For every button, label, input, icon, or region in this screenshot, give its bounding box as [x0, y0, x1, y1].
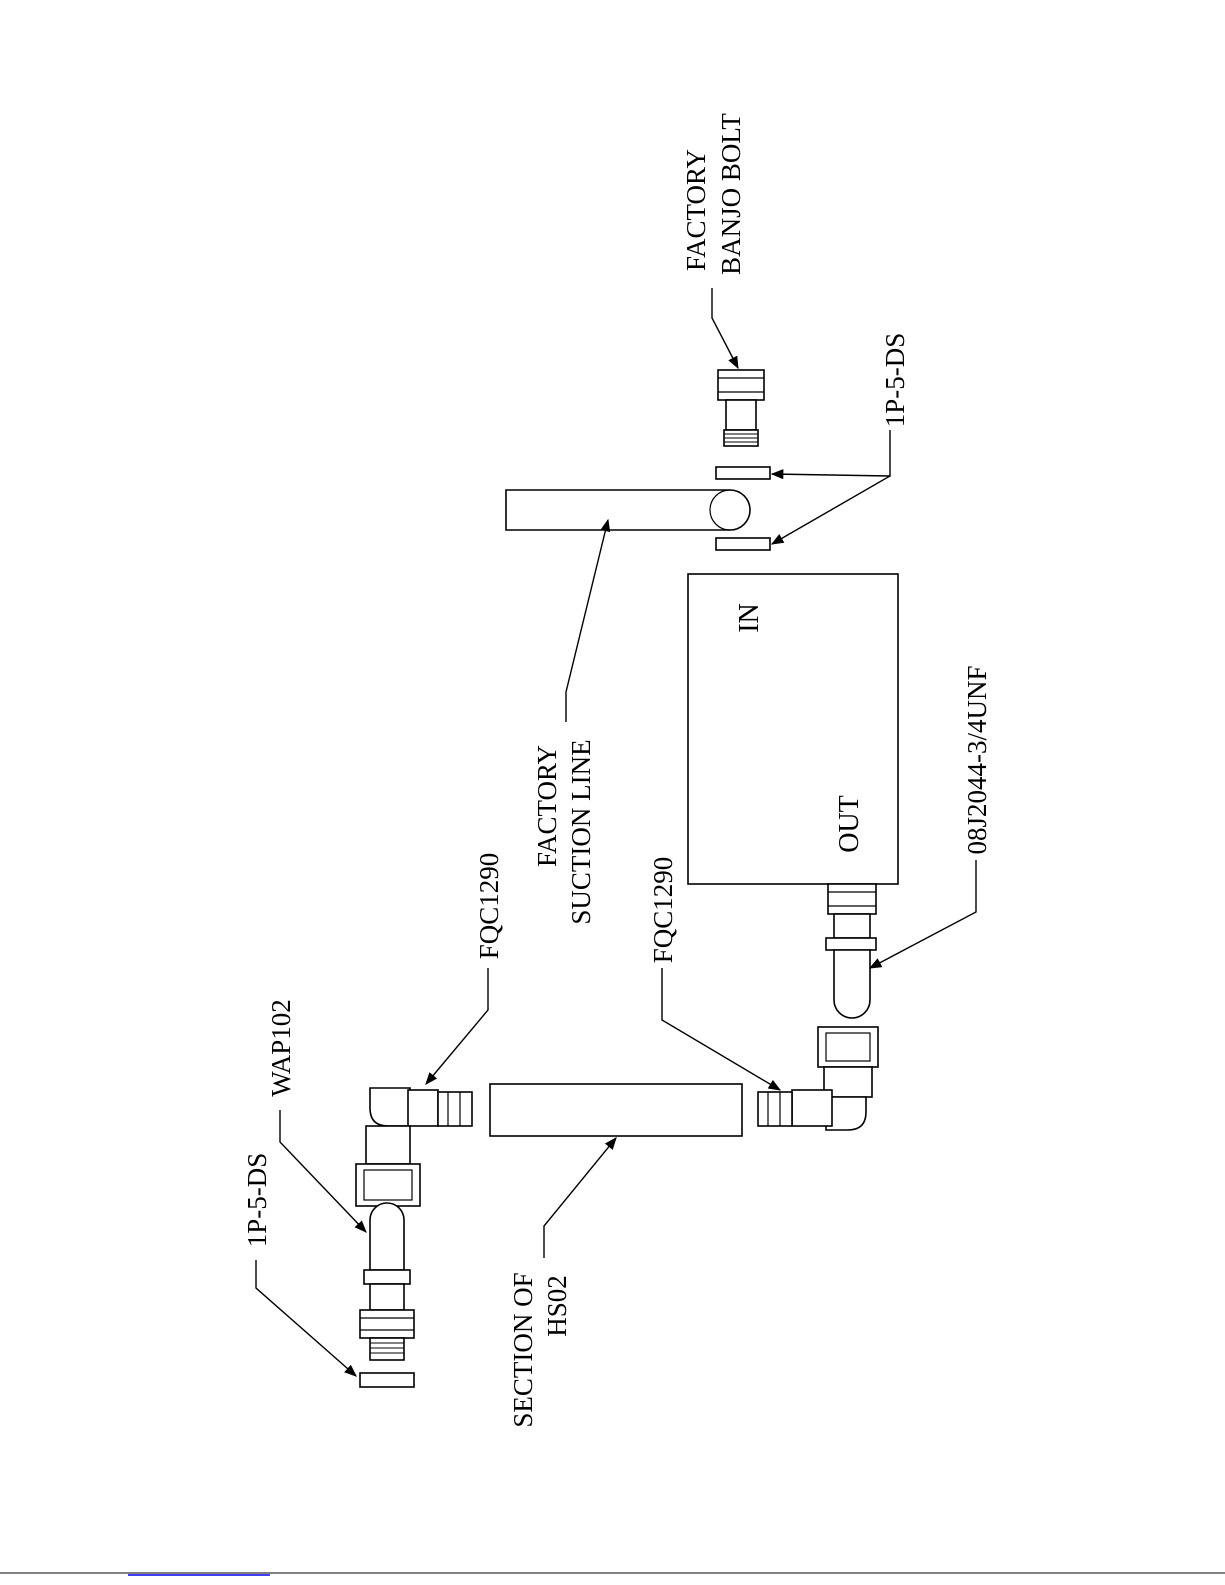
- label-factory-suction-line-line2: SUCTION LINE: [566, 739, 596, 924]
- quick-connect-elbow-lower: [758, 1027, 878, 1130]
- factory-suction-line: [506, 490, 750, 530]
- factory-banjo-bolt: [718, 370, 764, 446]
- label-fqc-lower: FQC1290: [648, 857, 678, 964]
- hose-section: [490, 1084, 742, 1136]
- washer-upper-1: [716, 467, 770, 479]
- label-factory-banjo-bolt-line2: BANJO BOLT: [716, 113, 746, 275]
- label-washer-bottom: 1P-5-DS: [242, 1153, 272, 1248]
- adapter-fitting: [826, 884, 876, 1018]
- label-wap: WAP102: [266, 999, 296, 1097]
- washer-lower: [360, 1373, 414, 1387]
- label-adapter: 08J2044-3/4UNF: [962, 665, 992, 854]
- label-hose-line2: HS02: [542, 1275, 572, 1337]
- label-filter-out: OUT: [834, 795, 865, 853]
- label-fqc-upper: FQC1290: [474, 853, 504, 960]
- label-factory-banjo-bolt-line1: FACTORY: [681, 149, 711, 271]
- label-washer-top: 1P-5-DS: [880, 333, 910, 428]
- label-filter-in: IN: [734, 603, 765, 633]
- quick-connect-elbow-upper: [356, 1088, 472, 1206]
- adapter-wap102: [360, 1203, 414, 1360]
- washer-upper-2: [716, 538, 770, 550]
- label-hose-line1: SECTION OF: [508, 1272, 538, 1427]
- label-factory-suction-line-line1: FACTORY: [532, 745, 562, 867]
- filter-body: [688, 574, 898, 884]
